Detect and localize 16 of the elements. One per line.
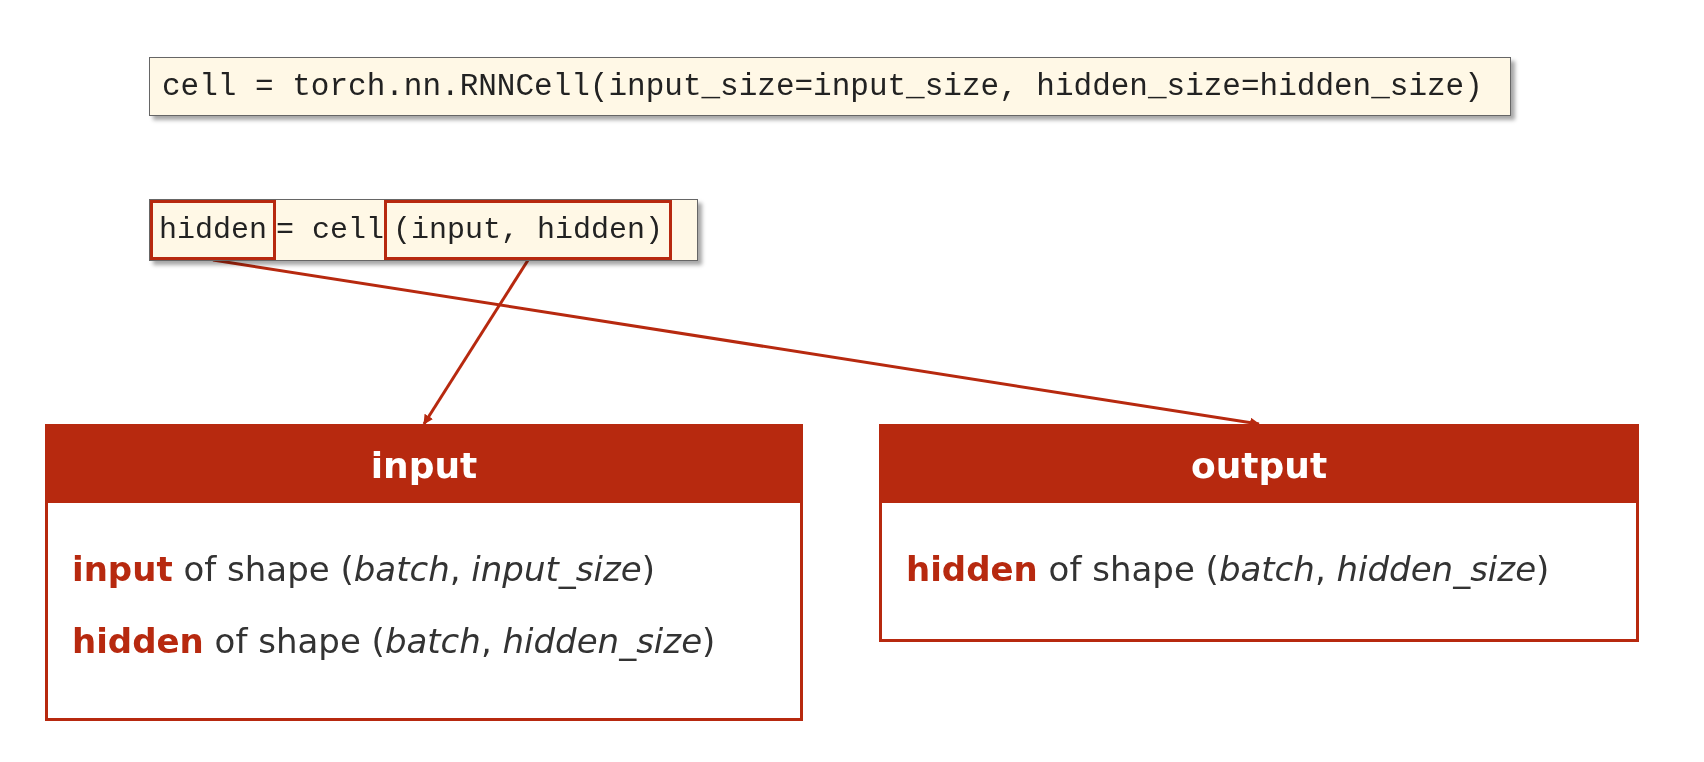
code-text: = cell xyxy=(276,213,385,247)
shape-description: hidden of shape (batch, hidden_size) xyxy=(72,620,717,663)
arrow xyxy=(422,259,530,425)
panel-header: output xyxy=(882,427,1636,503)
code-block xyxy=(149,57,1511,116)
shape-description: input of shape (batch, input_size) xyxy=(72,548,656,591)
shape-description: hidden of shape (batch, hidden_size) xyxy=(906,548,1551,591)
code-text: (input, hidden) xyxy=(393,213,664,247)
code-text: cell = torch.nn.RNNCell(input_size=input_size, hidden_size=hidden_size) xyxy=(161,69,1484,104)
info-panel xyxy=(45,424,803,721)
info-panel xyxy=(879,424,1639,642)
panel-header: input xyxy=(48,427,800,503)
highlight-frame xyxy=(150,200,277,260)
highlight-frame xyxy=(384,200,673,260)
code-block xyxy=(149,199,698,261)
code-text: hidden xyxy=(159,213,268,247)
